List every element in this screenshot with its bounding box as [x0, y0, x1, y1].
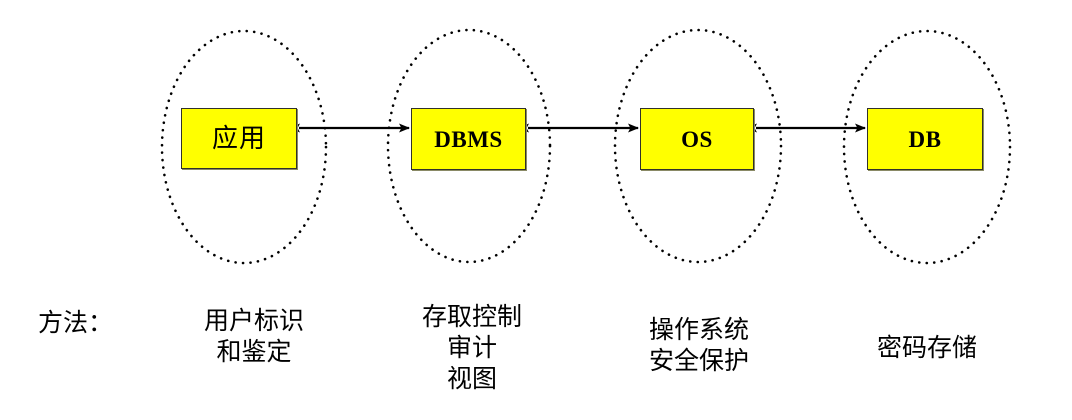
method-line: 密码存储 — [876, 335, 977, 362]
methods-heading: 方法： — [38, 310, 114, 337]
boundary-ellipse-db — [842, 29, 1012, 265]
node-box-dbms[interactable]: DBMS — [411, 108, 526, 170]
method-line: 审计 — [446, 335, 497, 362]
boundary-ellipse-dbms — [386, 28, 552, 264]
method-column-db: 密码存储 — [847, 333, 1007, 364]
node-box-application[interactable]: 应用 — [181, 108, 297, 169]
node-label-dbms: DBMS — [434, 126, 503, 152]
node-label-db: DB — [908, 126, 942, 152]
node-box-db[interactable]: DB — [867, 108, 983, 170]
method-line: 存取控制 — [421, 304, 522, 331]
method-line: 用户标识 — [203, 308, 304, 335]
method-line: 视图 — [446, 366, 497, 393]
method-column-os: 操作系统 安全保护 — [619, 315, 779, 377]
method-column-dbms: 存取控制 审计 视图 — [392, 302, 552, 395]
node-label-application: 应用 — [211, 123, 266, 153]
method-line: 安全保护 — [648, 348, 749, 375]
boundary-ellipse-os — [613, 28, 783, 264]
boundary-ellipse-application — [160, 29, 328, 265]
node-label-os: OS — [681, 126, 713, 152]
method-line: 操作系统 — [648, 317, 749, 344]
node-box-os[interactable]: OS — [640, 108, 754, 170]
method-line: 和鉴定 — [216, 339, 292, 366]
method-column-application: 用户标识 和鉴定 — [174, 306, 334, 368]
